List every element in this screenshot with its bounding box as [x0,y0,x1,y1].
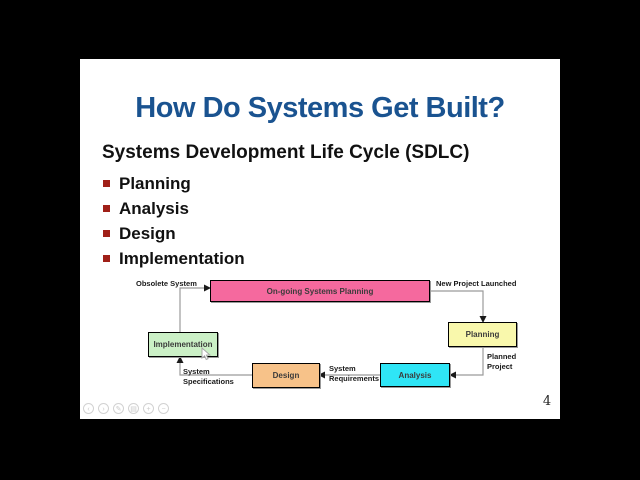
notes-icon[interactable]: ▤ [128,403,139,414]
bullet-list: Planning Analysis Design Implementation [103,171,245,271]
slide-title: How Do Systems Get Built? [135,92,505,124]
diagram-box-analysis: Analysis [380,363,450,387]
flow-label-obsolete-system: Obsolete System [136,279,197,288]
bullet-item-label: Analysis [119,198,189,218]
flow-label-planned-project: Planned Project [487,352,517,371]
flow-label-system-requirements: System Requirements [329,364,380,383]
bullet-item-label: Implementation [119,248,245,268]
sdlc-connector-lines [176,284,487,379]
mouse-cursor-icon [201,347,212,361]
bullet-square-icon [103,255,110,262]
slide-subtitle: Systems Development Life Cycle (SDLC) [102,142,470,163]
next-slide-icon[interactable]: › [98,403,109,414]
bullet-item-analysis: Analysis [103,196,245,221]
diagram-box-label: Analysis [398,370,432,380]
diagram-box-label: Planning [465,330,500,339]
bullet-square-icon [103,230,110,237]
pen-icon[interactable]: ✎ [113,403,124,414]
diagram-box-label: On-going Systems Planning [266,286,374,296]
diagram-box-planning: Planning [448,322,517,347]
bullet-item-label: Design [119,223,176,243]
bullet-item-label: Planning [119,173,191,193]
zoom-out-icon[interactable]: − [158,403,169,414]
bullet-item-planning: Planning [103,171,245,196]
prev-slide-icon[interactable]: ‹ [83,403,94,414]
diagram-box-label: Implementation [153,340,213,349]
bullet-item-implementation: Implementation [103,246,245,271]
presentation-slide: How Do Systems Get Built? Systems Develo… [80,59,560,419]
diagram-box-implementation: Implementation [148,332,218,357]
diagram-box-design: Design [252,363,320,388]
bullet-square-icon [103,205,110,212]
viewer-toolbar: ‹ › ✎ ▤ + − [83,403,169,414]
flow-label-new-project-launched: New Project Launched [436,279,517,288]
slide-page-number: 4 [542,394,552,409]
flow-label-system-specifications: System Specifications [183,367,234,386]
diagram-box-ongoing-systems-planning: On-going Systems Planning [210,280,430,302]
bullet-item-design: Design [103,221,245,246]
zoom-in-icon[interactable]: + [143,403,154,414]
bullet-square-icon [103,180,110,187]
diagram-box-label: Design [272,371,300,380]
